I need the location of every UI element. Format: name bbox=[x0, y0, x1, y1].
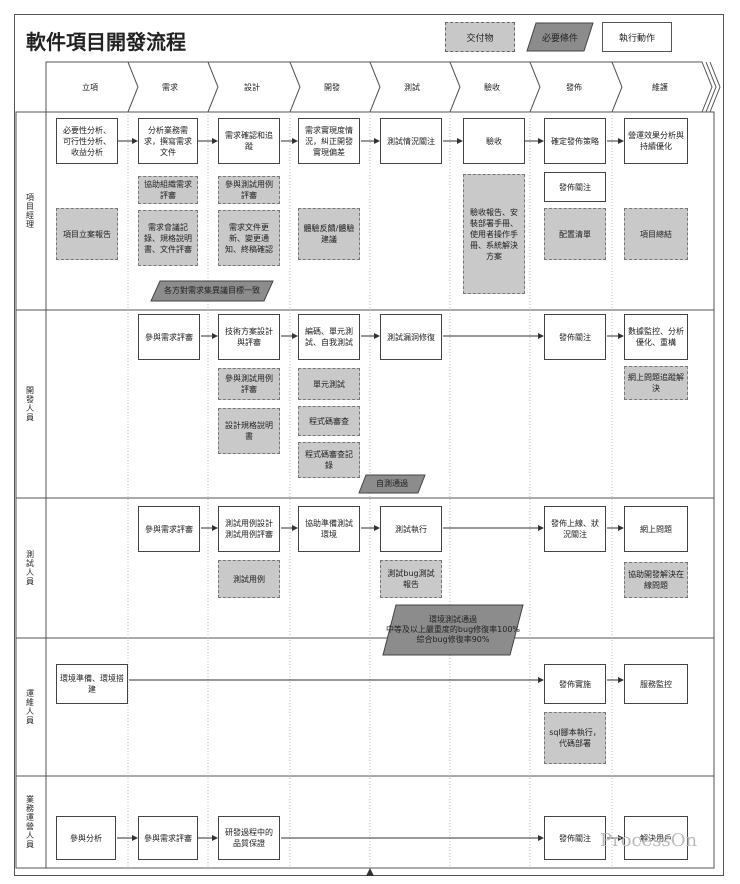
lane-label-biz: 業務運營人員 bbox=[25, 795, 35, 849]
pm-weihu-action: 營運效果分析與持續優化 bbox=[624, 118, 688, 164]
lane-label-pm: 項目經理 bbox=[25, 193, 35, 229]
dev-ceshi-action: 測試漏洞修復 bbox=[380, 314, 442, 360]
pm-kaifa-action: 需求實現度情況，糾正開發實現偏差 bbox=[298, 118, 360, 164]
dev-kaifa-deliverable-2: 程式碼審查 bbox=[298, 406, 360, 436]
ops-fabu-deliverable: sql腳本執行，代碼部署 bbox=[544, 712, 606, 764]
test-fabu-action: 發佈上線、狀況關注 bbox=[544, 506, 606, 552]
lane-label-ops: 運維人員 bbox=[25, 689, 35, 725]
pm-condition: 各方對需求集異議目標一致 bbox=[150, 280, 274, 302]
phase-label-5: 測試 bbox=[404, 82, 420, 92]
dev-fabu-action: 發佈關注 bbox=[544, 314, 606, 360]
pm-lixiang-deliverable: 項目立案報告 bbox=[56, 208, 118, 260]
dev-kaifa-action: 編碼、單元測試、自我測試 bbox=[298, 314, 360, 360]
phase-label-7: 發佈 bbox=[566, 82, 582, 92]
pm-xuqiu-deliverable-2: 需求會議記錄、規格說明書、文件評審 bbox=[138, 210, 198, 266]
pm-weihu-deliverable: 項目總結 bbox=[624, 208, 688, 260]
pm-yanshou-deliverable: 驗收報告、安裝部署手冊、使用者操作手冊、系統解決方案 bbox=[463, 174, 525, 294]
phase-label-1: 立項 bbox=[82, 82, 98, 92]
ops-lixiang-action: 環境準備、環境搭建 bbox=[56, 664, 128, 704]
biz-weihu-action: 解決用戶 bbox=[624, 816, 688, 860]
test-ceshi-action: 測試執行 bbox=[380, 506, 442, 552]
legend-condition-label: 必要條件 bbox=[541, 33, 578, 44]
pm-fabu-action-2: 發佈關注 bbox=[544, 172, 606, 202]
pm-fabu-action-1: 確定發佈策略 bbox=[544, 118, 606, 164]
pm-sheji-deliverable-2: 需求文件更新、變更通知、終稿確認 bbox=[218, 210, 280, 266]
test-sheji-action: 測試用例設計 測試用例評審 bbox=[218, 506, 280, 552]
pm-xuqiu-deliverable-1: 協助組織需求評審 bbox=[138, 176, 198, 204]
phase-label-8: 維護 bbox=[652, 82, 668, 92]
legend-deliverable: 交付物 bbox=[445, 22, 515, 52]
dev-kaifa-deliverable-3: 程式碼審查記錄 bbox=[298, 442, 360, 478]
ops-weihu-action: 服務監控 bbox=[624, 664, 688, 704]
connectors bbox=[117, 138, 624, 841]
test-xuqiu-action: 參與需求評審 bbox=[138, 506, 200, 552]
dev-kaifa-deliverable-1: 單元測試 bbox=[298, 368, 360, 400]
phase-label-3: 設計 bbox=[244, 82, 260, 92]
legend-action: 執行動作 bbox=[602, 22, 672, 52]
dev-sheji-action: 技術方案設計與評審 bbox=[218, 314, 280, 360]
phase-header bbox=[45, 61, 721, 113]
legend-condition: 必要條件 bbox=[526, 22, 594, 52]
phase-label-2: 需求 bbox=[162, 82, 178, 92]
pm-sheji-deliverable-1: 參與測試用例評審 bbox=[218, 176, 280, 204]
pm-kaifa-deliverable: 體驗反饋/體驗建議 bbox=[298, 208, 360, 260]
pm-fabu-deliverable: 配置清單 bbox=[544, 208, 606, 260]
ops-fabu-action: 發佈實施 bbox=[544, 664, 606, 704]
test-condition: 環境測試通過 中等及以上嚴重度的bug修復率100% 綜合bug修復率90% bbox=[382, 604, 524, 656]
test-weihu-action: 網上問題 bbox=[624, 506, 688, 552]
test-weihu-deliverable: 協助開發解決在線問題 bbox=[624, 562, 688, 598]
test-ceshi-deliverable: 測試bug測試報告 bbox=[380, 560, 442, 598]
test-kaifa-action: 協助準備測試環境 bbox=[298, 506, 360, 552]
bottom-marker bbox=[366, 868, 374, 876]
lane-label-dev: 開發人員 bbox=[25, 386, 35, 422]
phase-chevron-tail bbox=[705, 61, 717, 113]
biz-lixiang-action: 參與分析 bbox=[56, 816, 116, 860]
dev-condition: 自測通過 bbox=[358, 474, 426, 494]
biz-fabu-action: 發佈關注 bbox=[544, 816, 606, 860]
pm-ceshi-action: 測試情況關注 bbox=[380, 118, 442, 164]
pm-xuqiu-action: 分析業務需求，撰寫需求文件 bbox=[138, 118, 198, 164]
legend-condition-shape bbox=[526, 22, 594, 52]
phase-label-6: 驗收 bbox=[484, 82, 500, 92]
dev-weihu-deliverable: 網上問題追蹤解決 bbox=[624, 366, 688, 400]
dev-sheji-deliverable-2: 設計規格說明書 bbox=[218, 408, 280, 454]
pm-lixiang-action: 必要性分析、可行性分析、收益分析 bbox=[56, 118, 118, 164]
test-sheji-deliverable: 測試用例 bbox=[218, 560, 280, 598]
phase-label-4: 開發 bbox=[324, 82, 340, 92]
pm-sheji-action: 需求確認和追蹤 bbox=[218, 118, 280, 164]
biz-sheji-action: 研發過程中的品質保證 bbox=[218, 816, 280, 860]
biz-xuqiu-action: 參與需求評審 bbox=[138, 816, 198, 860]
watermark: ProcessOn bbox=[600, 830, 698, 851]
lane-label-test: 測試人員 bbox=[25, 550, 35, 586]
pm-yanshou-action: 驗收 bbox=[463, 118, 525, 164]
dev-xuqiu-action: 參與需求評審 bbox=[138, 314, 200, 360]
diagram-title: 軟件項目開發流程 bbox=[26, 30, 186, 54]
dev-sheji-deliverable-1: 參與測試用例評審 bbox=[218, 368, 280, 400]
swimlane-grid bbox=[15, 111, 715, 869]
dev-weihu-action: 數據監控、分析優化、重構 bbox=[624, 314, 688, 360]
